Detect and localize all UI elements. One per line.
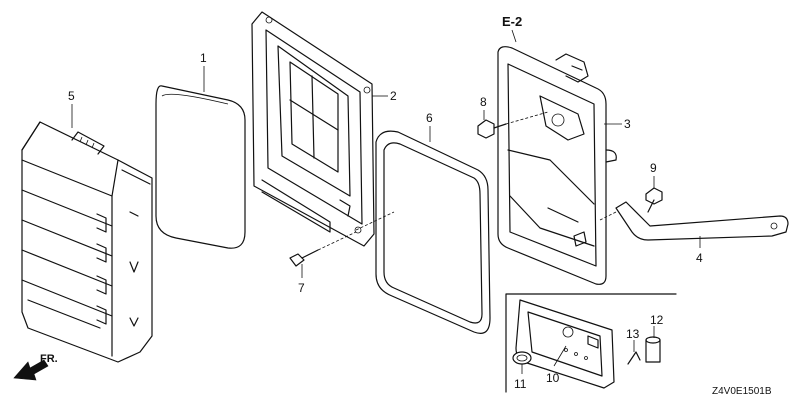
front-direction-indicator: FR. bbox=[13, 353, 58, 381]
callout-10: 10 bbox=[546, 371, 560, 385]
bracket-stay bbox=[615, 201, 789, 241]
callout-4: 4 bbox=[696, 251, 703, 265]
air-cleaner-cover bbox=[21, 121, 153, 363]
callout-2: 2 bbox=[390, 89, 397, 103]
callout-6: 6 bbox=[426, 111, 433, 125]
pin bbox=[627, 351, 641, 365]
callout-11: 11 bbox=[514, 377, 527, 391]
section-leader bbox=[511, 29, 517, 43]
gasket bbox=[375, 130, 491, 334]
flange-bolt bbox=[477, 119, 507, 139]
detail-inset bbox=[505, 293, 677, 393]
air-cleaner-case bbox=[251, 11, 375, 247]
callout-3: 3 bbox=[624, 117, 631, 131]
callout-5: 5 bbox=[68, 89, 75, 103]
tube bbox=[645, 336, 661, 363]
callout-8: 8 bbox=[480, 95, 487, 109]
air-cleaner-base bbox=[497, 46, 617, 285]
section-label: E-2 bbox=[502, 14, 522, 29]
screw bbox=[645, 187, 663, 213]
drawing-code: Z4V0E1501B bbox=[712, 386, 772, 397]
leader-lines bbox=[71, 66, 701, 374]
callout-13: 13 bbox=[626, 327, 640, 341]
grommet bbox=[512, 351, 532, 365]
air-filter-element bbox=[155, 85, 246, 249]
inset-base bbox=[515, 299, 615, 389]
front-label: FR. bbox=[40, 353, 58, 365]
callout-1: 1 bbox=[200, 51, 207, 65]
callouts: 5 1 2 3 6 7 8 9 4 10 11 12 13 bbox=[68, 51, 703, 391]
bolt bbox=[289, 249, 319, 267]
callout-12: 12 bbox=[650, 313, 664, 327]
callout-9: 9 bbox=[650, 161, 657, 175]
callout-7: 7 bbox=[298, 281, 305, 295]
front-arrow-icon bbox=[13, 359, 49, 381]
